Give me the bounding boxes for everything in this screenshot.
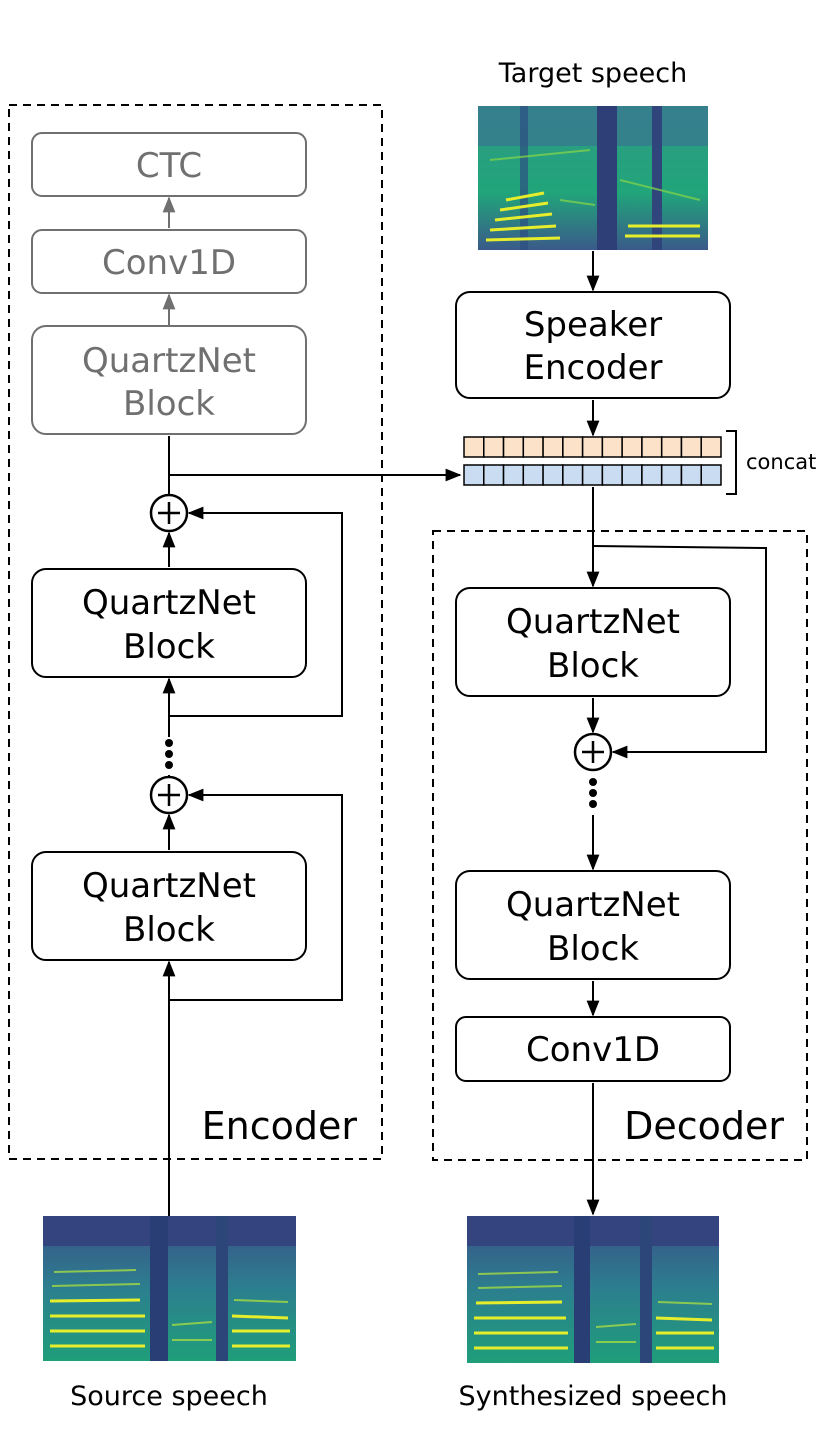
decoder-label: Decoder xyxy=(624,1104,784,1148)
encoder-quartznet-top-block xyxy=(31,568,307,678)
content-vector-cell xyxy=(562,464,584,486)
speaker-vector-cell xyxy=(502,436,525,458)
speaker-embedding-vector xyxy=(463,436,722,458)
synthesized-speech-label: Synthesized speech xyxy=(459,1381,728,1412)
content-vector-cell xyxy=(700,464,722,486)
encoder-frame xyxy=(8,104,383,1160)
encoder-quartznet-top-line1: QuartzNet xyxy=(82,583,256,623)
decoder-quartznet-bottom-block xyxy=(455,870,731,980)
speaker-vector-cell xyxy=(562,436,584,458)
encoder-conv1d-gray-label: Conv1D xyxy=(102,243,236,283)
concat-label: concat xyxy=(746,450,816,474)
encoder-gray-quartznet-block xyxy=(31,325,307,435)
encoder-quartznet-bottom-line2: Block xyxy=(123,910,215,950)
speaker-vector-cell xyxy=(522,436,544,458)
decoder-quartznet-top-line1: QuartzNet xyxy=(506,602,680,642)
source-spectrogram xyxy=(43,1216,296,1361)
content-vector-cell xyxy=(463,464,485,486)
speaker-encoder-line2: Encoder xyxy=(523,348,662,388)
speaker-vector-cell xyxy=(700,436,722,458)
speaker-vector-cell xyxy=(581,436,604,458)
speaker-vector-cell xyxy=(621,436,643,458)
content-vector-cell xyxy=(641,464,663,486)
content-vector-cell xyxy=(483,464,505,486)
speaker-vector-cell xyxy=(542,436,564,458)
ctc-block xyxy=(31,132,307,197)
speaker-vector-cell xyxy=(641,436,663,458)
speaker-vector-cell xyxy=(463,436,485,458)
decoder-conv1d-block xyxy=(455,1016,731,1082)
speaker-vector-cell xyxy=(483,436,505,458)
speaker-encoder-line1: Speaker xyxy=(524,305,662,345)
content-vector-cell xyxy=(680,464,702,486)
encoder-label: Encoder xyxy=(202,1104,358,1148)
speaker-vector-cell xyxy=(601,436,623,458)
encoder-quartznet-bottom-block xyxy=(31,851,307,961)
encoder-quartznet-top-line2: Block xyxy=(123,627,215,667)
target-speech-label: Target speech xyxy=(498,58,688,89)
synthesized-spectrogram xyxy=(467,1216,719,1363)
encoder-gray-quartznet-line2: Block xyxy=(123,384,215,424)
decoder-quartznet-bottom-line2: Block xyxy=(547,929,639,969)
encoder-add-bottom-icon xyxy=(149,775,189,815)
content-vector-cell xyxy=(621,464,643,486)
decoder-quartznet-bottom-line1: QuartzNet xyxy=(506,885,680,925)
concat-bracket xyxy=(726,430,737,495)
source-speech-label: Source speech xyxy=(70,1381,268,1412)
speaker-encoder-block xyxy=(455,291,731,399)
encoder-add-top-icon xyxy=(149,493,189,533)
content-vector-cell xyxy=(522,464,544,486)
content-vector-cell xyxy=(542,464,564,486)
target-spectrogram xyxy=(478,106,708,250)
decoder-add-icon xyxy=(573,732,613,772)
decoder-quartznet-top-line2: Block xyxy=(547,646,639,686)
decoder-ellipsis xyxy=(589,778,597,808)
encoder-conv1d-gray-block xyxy=(31,229,307,294)
speaker-vector-cell xyxy=(660,436,683,458)
content-embedding-vector xyxy=(463,464,722,486)
encoder-gray-quartznet-line1: QuartzNet xyxy=(82,341,256,381)
encoder-quartznet-bottom-line1: QuartzNet xyxy=(82,866,256,906)
content-vector-cell xyxy=(660,464,683,486)
ctc-label: CTC xyxy=(136,146,202,186)
content-vector-cell xyxy=(502,464,525,486)
content-vector-cell xyxy=(601,464,623,486)
decoder-frame xyxy=(432,530,808,1161)
encoder-ellipsis xyxy=(165,739,173,769)
decoder-conv1d-label: Conv1D xyxy=(526,1030,660,1070)
content-vector-cell xyxy=(581,464,604,486)
speaker-vector-cell xyxy=(680,436,702,458)
decoder-quartznet-top-block xyxy=(455,587,731,697)
